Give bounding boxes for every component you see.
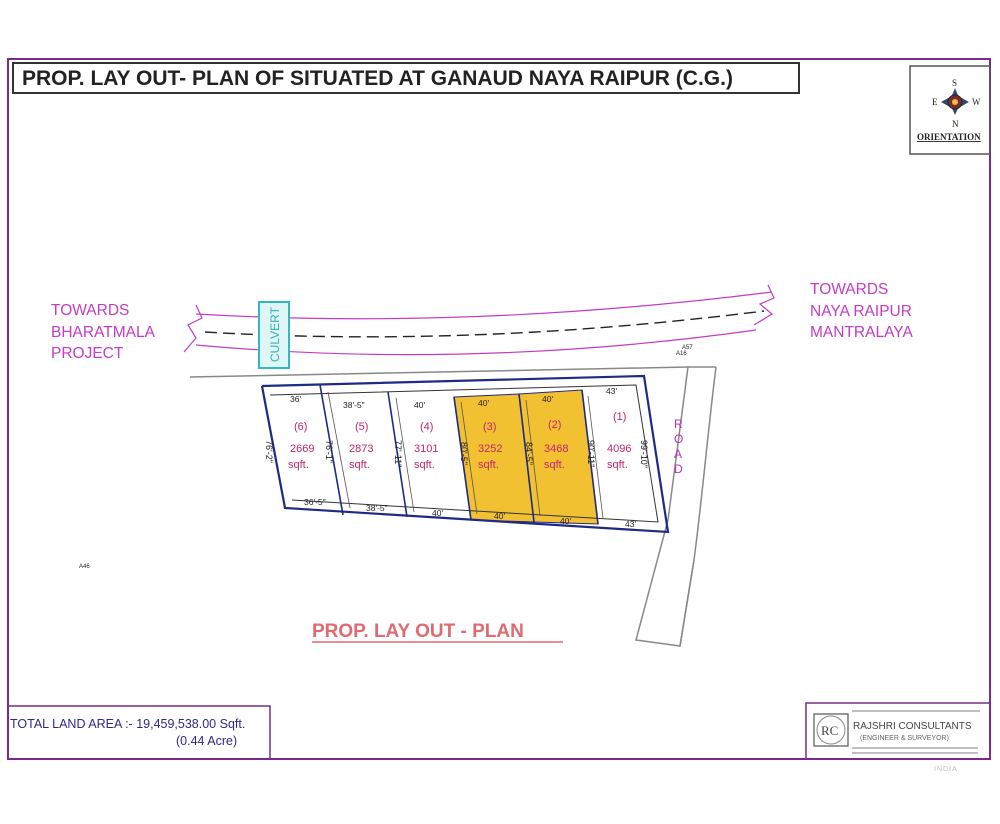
plot-3-number: (3) — [483, 421, 496, 433]
compass-south: S — [952, 78, 957, 88]
plot-2-bottom-dim: 40' — [560, 516, 571, 526]
plot-1-unit: sqft. — [607, 459, 628, 471]
side-road: A57 A16 A46 — [79, 345, 717, 647]
plot-5-top-dim: 38'-5" — [343, 400, 365, 410]
compass-east: E — [932, 97, 938, 107]
towards-right: TOWARDS NAYA RAIPUR MANTRALAYA — [810, 281, 913, 341]
top-dimensions: 36' 38'-5" 40' 40' 40' 43' — [290, 386, 617, 410]
plot-5-number: (5) — [355, 421, 368, 433]
bottom-dimensions: 36'-5" 38'-5" 40' 40' 40' 43' — [304, 497, 636, 529]
total-area-box — [7, 705, 271, 760]
orientation-label: ORIENTATION — [917, 132, 981, 142]
plot-1: (1) 4096 sqft. — [607, 411, 631, 471]
road-break-right — [753, 284, 775, 326]
plot-4-area: 3101 — [414, 443, 438, 455]
orientation-box: S N E W ORIENTATION — [909, 65, 991, 155]
right-side-dim: 99'-10" — [639, 440, 649, 468]
plot-6-unit: sqft. — [288, 459, 309, 471]
towards-right-line-3: MANTRALAYA — [810, 324, 913, 341]
total-area-acre: (0.44 Acre) — [176, 734, 238, 748]
plot-2-unit: sqft. — [544, 459, 565, 471]
rc-logo-icon: RC — [813, 713, 849, 747]
road-label: R O A D — [674, 417, 683, 476]
plot-1-top-dim: 43' — [606, 386, 617, 396]
plot-2-area: 3468 — [544, 443, 568, 455]
plot-4-unit: sqft. — [414, 459, 435, 471]
title-box: PROP. LAY OUT- PLAN OF SITUATED AT GANAU… — [12, 62, 800, 94]
plot-1-area: 4096 — [607, 443, 631, 455]
plot-2-top-dim: 40' — [542, 394, 553, 404]
total-area-label: TOTAL LAND AREA :- 19,459,538.00 Sqft. — [10, 717, 246, 731]
plot-3-area: 3252 — [478, 443, 502, 455]
lot-outline — [260, 374, 670, 534]
plot-2-side-dim: 84'-5" — [524, 442, 534, 465]
towards-left-line-3: PROJECT — [51, 345, 124, 362]
plot-4: (4) 3101 sqft. — [414, 421, 438, 471]
plot-3: (3) 3252 sqft. — [478, 421, 502, 471]
consultant-stamp: RC RAJSHRI CONSULTANTS (ENGINEER & SURVE… — [805, 702, 991, 773]
stamp-fine-print — [852, 710, 980, 754]
plot-6-bottom-dim: 36'-5" — [304, 497, 326, 507]
plot-5-bottom-dim: 38'-5" — [366, 503, 388, 513]
plot-6-side-dim: 76'-2" — [264, 440, 274, 463]
plot-6: (6) 2669 sqft. — [288, 421, 314, 471]
plot-6-area: 2669 — [290, 443, 314, 455]
plot-5-area: 2873 — [349, 443, 373, 455]
compass-north: N — [952, 119, 959, 129]
side-dimensions: 76'-2" 76'-1" 77'-11" 80'-5" 84'-5" 90'-… — [264, 440, 649, 468]
compass-rose-icon — [941, 88, 969, 115]
road-letter-2: O — [674, 432, 683, 446]
plot-1-number: (1) — [613, 411, 626, 423]
watermark: INDIA — [934, 766, 958, 773]
plot-3-unit: sqft. — [478, 459, 499, 471]
stamp-subtitle: (ENGINEER & SURVEYOR) — [860, 735, 949, 742]
plot-2: (2) 3468 sqft. — [544, 419, 568, 471]
outer-frame — [7, 58, 991, 760]
compass-west: W — [972, 97, 981, 107]
page-title: PROP. LAY OUT- PLAN OF SITUATED AT GANAU… — [22, 67, 733, 90]
plot-5-unit: sqft. — [349, 459, 370, 471]
plot-5-side-dim: 76'-1" — [324, 440, 334, 463]
plot-1-bottom-dim: 43' — [625, 519, 636, 529]
towards-right-line-1: TOWARDS — [810, 281, 888, 298]
stamp-name: RAJSHRI CONSULTANTS — [853, 721, 972, 732]
point-a46: A46 — [79, 564, 90, 570]
road-letter-3: A — [674, 447, 682, 461]
towards-left-line-1: TOWARDS — [51, 302, 129, 319]
towards-left: TOWARDS BHARATMALA PROJECT — [51, 302, 156, 362]
plot-4-top-dim: 40' — [414, 400, 425, 410]
towards-right-line-2: NAYA RAIPUR — [810, 303, 912, 320]
road-letter-4: D — [674, 462, 683, 476]
plan-caption: PROP. LAY OUT - PLAN — [312, 621, 524, 642]
plot-6-number: (6) — [294, 421, 307, 433]
point-a16: A16 — [676, 351, 687, 357]
road-break-left — [183, 304, 203, 353]
plot-3-side-dim: 80'-5" — [459, 442, 469, 465]
road-letter-1: R — [674, 417, 683, 431]
plot-4-bottom-dim: 40' — [432, 508, 443, 518]
plot-4-side-dim: 77'-11" — [393, 440, 403, 467]
plot-6-top-dim: 36' — [290, 394, 301, 404]
culvert-label: CULVERT — [268, 306, 282, 362]
total-land-area: TOTAL LAND AREA :- 19,459,538.00 Sqft. (… — [10, 716, 246, 748]
plot-2-number: (2) — [548, 419, 561, 431]
svg-text:RC: RC — [821, 723, 838, 738]
culvert: CULVERT — [258, 301, 290, 369]
plot-5: (5) 2873 sqft. — [349, 421, 373, 471]
towards-left-line-2: BHARATMALA — [51, 324, 156, 341]
plot-1-side-dim: 90'-11" — [586, 440, 596, 467]
plot-4-number: (4) — [420, 421, 433, 433]
point-a57: A57 — [682, 345, 693, 351]
plot-3-top-dim: 40' — [478, 398, 489, 408]
plot-3-bottom-dim: 40' — [494, 511, 505, 521]
